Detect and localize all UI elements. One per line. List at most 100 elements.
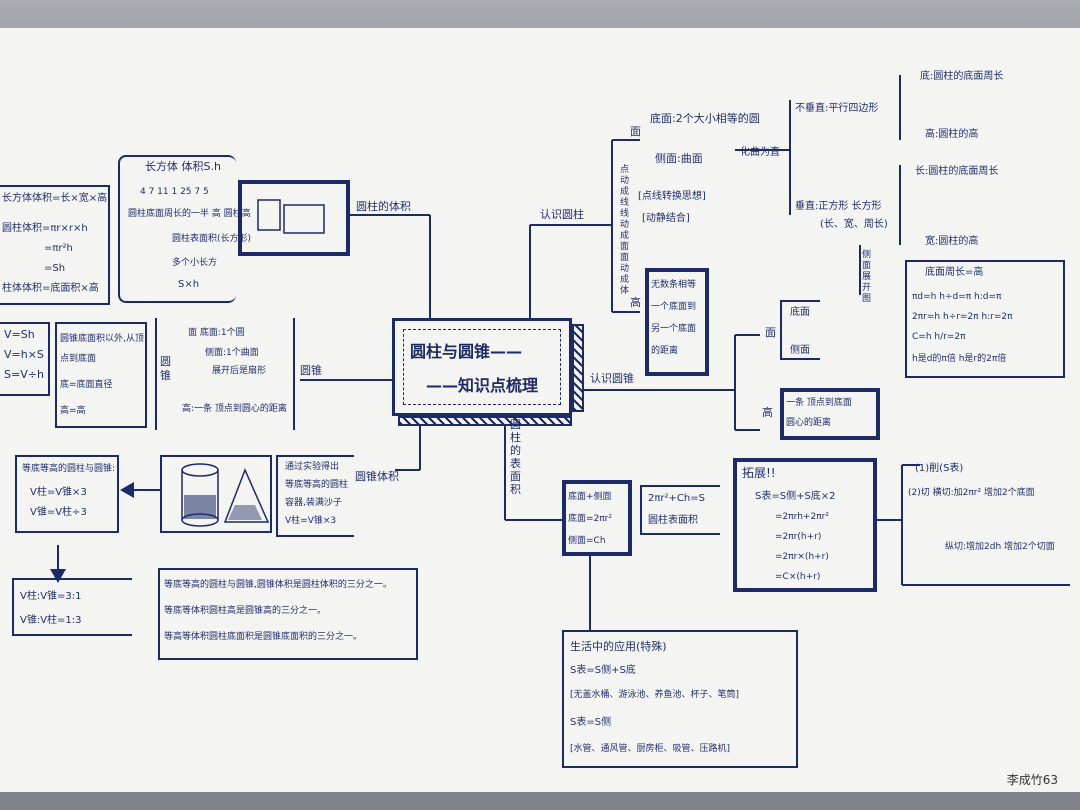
vsh-box — [0, 322, 50, 396]
cyl-bottom: 底面:2个大小相等的圆 — [650, 112, 760, 125]
cyl-high-label: 高 — [630, 296, 641, 309]
cyl-volume-notes-header: 长方体 体积S.h — [145, 160, 221, 173]
cyl-side-vertical: 点动成线 线动成面 面动成体 — [620, 165, 630, 296]
cyl-method-2: [动静结合] — [642, 213, 690, 224]
ratio-box-2 — [12, 578, 132, 636]
cone-def-box — [55, 322, 147, 428]
cone-volume-notes-box — [276, 455, 354, 537]
ratio-3: V锥=V柱÷3 — [30, 507, 87, 518]
cylinder-volume-figure-box — [238, 180, 350, 256]
cyl-high-4: 的距离 — [651, 346, 679, 356]
cone-volume-note-3: 容器,装满沙子 — [285, 498, 342, 508]
expand-1: S表=S侧+S底×2 — [755, 491, 836, 502]
ratio2-2: V锥:V柱=1:3 — [20, 615, 82, 626]
surface-formula-box — [640, 485, 720, 535]
cyl-vertical-2: (长、宽、周长) — [820, 219, 888, 230]
expand-3: =2πr(h+r) — [775, 532, 822, 542]
cone-side: 侧面 — [790, 345, 810, 356]
ratio2-1: V柱:V锥=3:1 — [20, 591, 82, 602]
cone-def-3: 底=底面直径 — [60, 380, 113, 390]
side-formula-4: C=h h/r=2π — [912, 332, 966, 342]
title-bottom-hatch — [398, 416, 572, 426]
cone-volume-note-2: 等底等高的圆柱 — [285, 480, 349, 490]
life-application-box — [562, 630, 798, 768]
title-line-1: 圆柱与圆锥—— — [410, 342, 523, 361]
wide-note-3: 等高等体积圆柱底面积是圆锥底面积的三分之一。 — [164, 632, 363, 642]
cut-3: 纵切:增加2dh 增加2个切面 — [945, 542, 1055, 552]
cyl-volume-note-3: 圆柱表面积(长方形) — [172, 234, 252, 244]
expand-2: =2πrh+2πr² — [775, 512, 829, 522]
side-formula-box — [905, 260, 1065, 378]
cyl-volume-note-4: 多个小长方 — [172, 258, 218, 268]
side-formula-5: h是d的π倍 h是r的2π倍 — [912, 354, 1007, 364]
cyl-high-box — [645, 268, 709, 376]
cone-parts-2: 侧面:1个曲面 — [205, 348, 259, 358]
cone-parts-1: 面 底面:1个圆 — [188, 328, 245, 338]
cone-face-bracket — [780, 300, 820, 360]
left-formula-2: 圆柱体积=πr×r×h — [2, 223, 88, 234]
cyl-unfold: 化曲为直 — [740, 147, 780, 158]
life-2: S表=S侧+S底 — [570, 665, 636, 676]
cone-volume-figure-box — [160, 455, 272, 533]
life-3: [无盖水桶、游泳池、养鱼池、杯子、笔筒] — [570, 690, 740, 700]
ratio-2: V柱=V锥×3 — [30, 487, 87, 498]
cyl-vertical: 垂直:正方形 长方形 — [795, 201, 882, 212]
signature: 李成竹63 — [1006, 773, 1058, 787]
cyl-high-2: 一个底面到 — [651, 302, 697, 312]
cone-def-2: 点到底面 — [60, 354, 97, 364]
wide-note-1: 等底等高的圆柱与圆锥,圆锥体积是圆柱体积的三分之一。 — [164, 580, 392, 590]
cut-2: (2)切 横切:加2πr² 增加2个底面 — [908, 488, 1035, 498]
expand-box — [733, 458, 877, 592]
left-formula-box — [0, 185, 110, 305]
cone-volume-note-4: V柱=V锥×3 — [285, 516, 337, 526]
left-formula-1: 长方体体积=长×宽×高 — [2, 193, 108, 204]
wide-note-2: 等底等体积圆柱高是圆锥高的三分之一。 — [164, 606, 327, 616]
vsh-1: V=Sh — [4, 328, 35, 341]
cyl-base: 底:圆柱的底面周长 — [920, 71, 1004, 82]
side-formula-3: 2πr=h h÷r=2π h:r=2π — [912, 312, 1013, 322]
life-5: [水管、通风管、厨房柜、吸管、压路机] — [570, 744, 731, 754]
surface-formula-1: 2πr²+Ch=S — [648, 493, 705, 504]
left-formula-4: =Sh — [44, 263, 66, 274]
cut-1: (1)削(S表) — [915, 463, 964, 474]
cyl-volume-note-2: 圆柱底面周长的一半 高 圆柱高 — [128, 209, 251, 219]
cyl-volume-note-1: 4 7 11 1 25 7 5 — [140, 187, 209, 197]
branch-cylinder-volume: 圆柱的体积 — [356, 200, 411, 213]
expand-title: 拓展!! — [742, 466, 776, 480]
cyl-high-1: 无数条相等 — [651, 280, 697, 290]
cone-volume-note-1: 通过实验得出 — [285, 462, 340, 472]
title-line-2: ——知识点梳理 — [426, 376, 539, 395]
cyl-wide: 宽:圆柱的高 — [925, 236, 979, 247]
ratio-1: 等底等高的圆柱与圆锥: — [22, 464, 116, 474]
cone-parts-box — [155, 318, 295, 430]
cyl-high-3: 另一个底面 — [651, 324, 697, 334]
left-formula-3: =πr²h — [44, 243, 73, 254]
cone-high-label: 高 — [762, 406, 773, 419]
cone-def-1: 圆锥底面积以外,从顶 — [60, 334, 144, 344]
vsh-2: V=h×S — [4, 348, 44, 361]
title-side-hatch — [572, 324, 584, 412]
cone-high-box — [780, 388, 880, 440]
central-title-box: 圆柱与圆锥—— ——知识点梳理 — [392, 318, 572, 416]
branch-know-cylinder: 认识圆柱 — [540, 208, 584, 221]
cyl-not-vertical: 不垂直:平行四边形 — [795, 103, 879, 114]
cyl-method-1: [点线转换思想] — [638, 191, 706, 202]
surface-3: 侧面=Ch — [568, 536, 606, 546]
side-formula-1: 底面周长=高 — [925, 267, 984, 278]
left-formula-5: 柱体体积=底面积×高 — [2, 283, 99, 294]
cyl-side: 侧面:曲面 — [655, 152, 703, 165]
cone-high-2: 圆心的距离 — [786, 418, 832, 428]
cyl-face-label: 面 — [630, 125, 641, 138]
expand-4: =2πr×(h+r) — [775, 552, 829, 562]
cyl-height: 高:圆柱的高 — [925, 129, 979, 140]
floor-edge — [0, 792, 1080, 810]
cyl-volume-note-5: S×h — [178, 279, 200, 290]
branch-cone-parts: 圆锥 — [300, 364, 322, 377]
life-4: S表=S侧 — [570, 717, 612, 728]
branch-cone-volume: 圆锥体积 — [355, 470, 399, 483]
cone-parts-4: 高:一条 顶点到圆心的距离 — [182, 404, 287, 414]
branch-know-cone: 认识圆锥 — [590, 372, 634, 385]
central-title-inner: 圆柱与圆锥—— ——知识点梳理 — [403, 329, 561, 405]
vsh-3: S=V÷h — [4, 368, 44, 381]
